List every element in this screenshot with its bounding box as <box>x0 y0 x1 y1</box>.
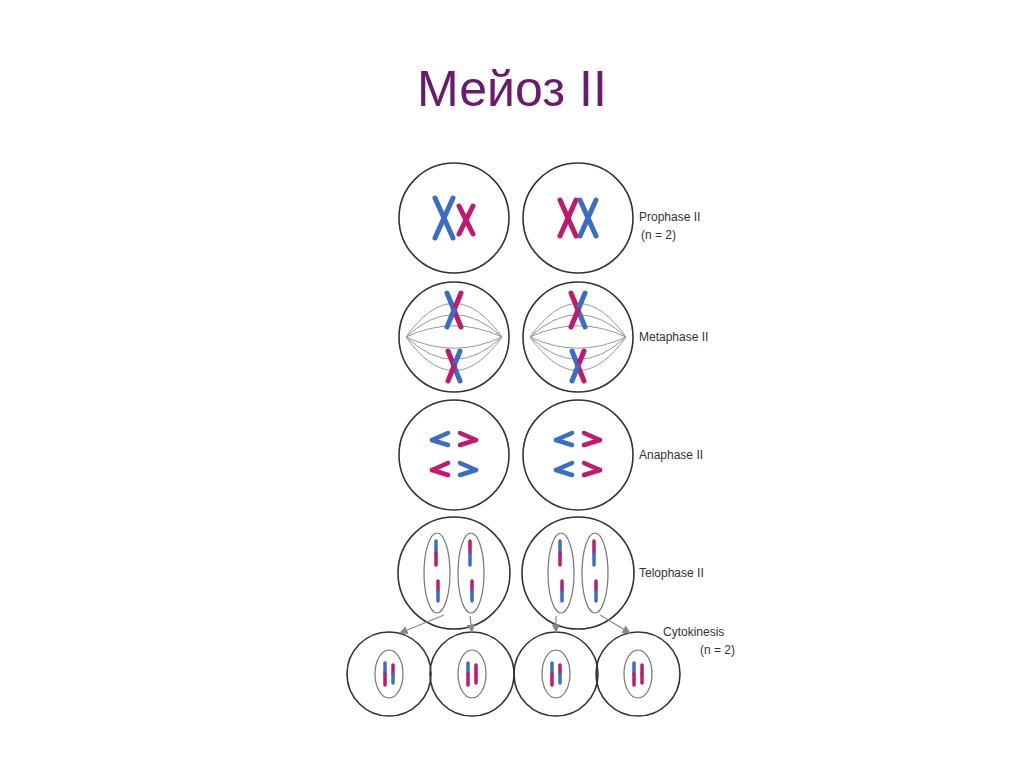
phase-label: Telophase II <box>639 566 704 580</box>
chromatid <box>436 591 440 601</box>
chromatid <box>470 591 474 601</box>
slide-title: Мейоз II <box>0 62 1024 117</box>
chromatid <box>434 541 438 553</box>
chromatid <box>560 218 568 236</box>
cell <box>399 282 509 392</box>
chromatid <box>594 591 598 601</box>
chromatid <box>460 470 476 475</box>
spindle-fiber <box>530 326 626 337</box>
chromatid <box>435 218 444 238</box>
chromatid <box>571 310 578 327</box>
phase-label: Anaphase II <box>639 448 703 462</box>
arrow <box>470 616 472 632</box>
chromatid <box>558 541 562 553</box>
chromatid <box>474 674 478 683</box>
phase-label: Metaphase II <box>639 330 708 344</box>
spindle-fiber <box>406 315 502 337</box>
spindle-fiber <box>530 303 626 337</box>
chromatid <box>466 674 470 685</box>
nucleus <box>542 650 570 698</box>
cell <box>522 517 634 629</box>
spindle-fiber <box>530 315 626 337</box>
chromosomes <box>375 198 652 698</box>
phase-label: Cytokinesis <box>663 625 724 639</box>
daughter-cell <box>596 632 680 716</box>
chromatid <box>460 440 476 445</box>
arrow <box>600 615 630 633</box>
chromatid <box>560 591 564 601</box>
cell <box>523 400 633 510</box>
spindle-fiber <box>406 303 502 337</box>
chromatid <box>556 440 572 445</box>
chromatid <box>468 553 472 565</box>
chromatid <box>584 440 600 445</box>
chromatid <box>580 218 588 236</box>
cell-outlines <box>347 163 680 716</box>
chromatid <box>568 200 576 218</box>
chromatid <box>556 470 572 475</box>
nucleus <box>624 650 652 698</box>
daughter-cell <box>514 632 598 716</box>
chromatid <box>447 310 454 327</box>
spindle-fiber <box>530 337 626 359</box>
chromatid <box>578 293 585 310</box>
chromatid <box>550 674 554 685</box>
chromatid <box>448 366 454 381</box>
nucleus <box>458 650 486 698</box>
phase-label: Prophase II <box>639 210 700 224</box>
chromatid <box>592 553 596 565</box>
cell <box>399 400 509 510</box>
chromatid <box>432 470 448 475</box>
arrow <box>555 616 556 632</box>
cell <box>398 517 510 629</box>
chromatid <box>584 470 600 475</box>
cell <box>523 282 633 392</box>
chromatid <box>640 674 644 683</box>
chromatid <box>434 553 438 565</box>
daughter-cell <box>430 632 514 716</box>
nucleus <box>458 533 484 613</box>
cell <box>523 163 633 273</box>
chromatid <box>432 440 448 445</box>
chromatid <box>632 674 636 685</box>
cell <box>399 163 509 273</box>
chromatid <box>468 541 472 553</box>
arrow <box>400 615 444 633</box>
nucleus <box>582 533 608 613</box>
chromatid <box>558 674 562 683</box>
nucleus <box>375 650 403 698</box>
chromatid <box>459 220 466 234</box>
chromatid <box>588 200 596 218</box>
spindle-fiber <box>530 337 626 348</box>
daughter-cell <box>347 632 431 716</box>
spindle-fiber <box>406 326 502 337</box>
chromatid <box>391 674 395 683</box>
chromatid <box>444 198 453 218</box>
spindle-fiber <box>406 337 502 359</box>
spindle-fiber <box>406 337 502 348</box>
phase-label: (n = 2) <box>700 643 735 657</box>
chromatid <box>558 553 562 565</box>
nucleus <box>424 533 450 613</box>
chromatid <box>592 541 596 553</box>
chromatid <box>572 366 578 381</box>
arrows <box>400 615 630 633</box>
chromatid <box>454 293 461 310</box>
phase-label: (n = 2) <box>641 228 676 242</box>
nucleus <box>548 533 574 613</box>
chromatid <box>383 674 387 685</box>
